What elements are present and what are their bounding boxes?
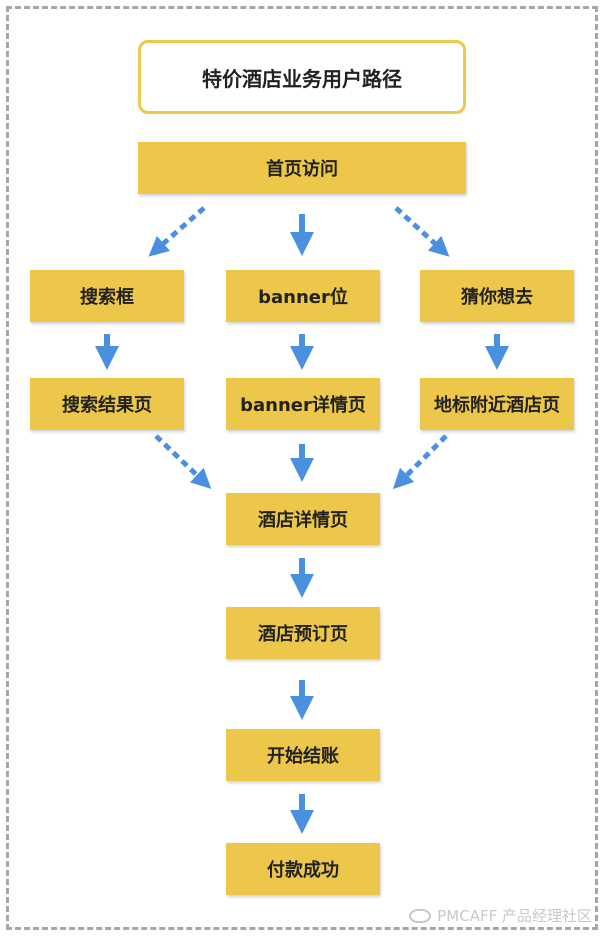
arrow-home-to-search-box bbox=[148, 206, 206, 257]
node-payment-success: 付款成功 bbox=[226, 843, 380, 895]
node-search-results: 搜索结果页 bbox=[30, 378, 184, 430]
node-banner-detail: banner详情页 bbox=[226, 378, 380, 430]
diagram-frame bbox=[6, 6, 598, 930]
arrow-home-to-guess bbox=[394, 206, 450, 257]
watermark: PMCAFF 产品经理社区 bbox=[409, 905, 592, 926]
arrow-nearby-to-hotel-detail bbox=[392, 434, 448, 490]
watermark-text: PMCAFF 产品经理社区 bbox=[437, 907, 592, 925]
node-search-box: 搜索框 bbox=[30, 270, 184, 322]
node-checkout: 开始结账 bbox=[226, 729, 380, 781]
diagram-title: 特价酒店业务用户路径 bbox=[138, 40, 466, 114]
node-hotel-detail: 酒店详情页 bbox=[226, 493, 380, 545]
node-hotel-booking: 酒店预订页 bbox=[226, 607, 380, 659]
node-guess: 猜你想去 bbox=[420, 270, 574, 322]
pmcaff-logo-icon bbox=[409, 908, 432, 923]
node-nearby-hotels: 地标附近酒店页 bbox=[420, 378, 574, 430]
arrow-results-to-hotel-detail bbox=[154, 434, 212, 489]
node-home: 首页访问 bbox=[138, 142, 466, 194]
node-banner: banner位 bbox=[226, 270, 380, 322]
